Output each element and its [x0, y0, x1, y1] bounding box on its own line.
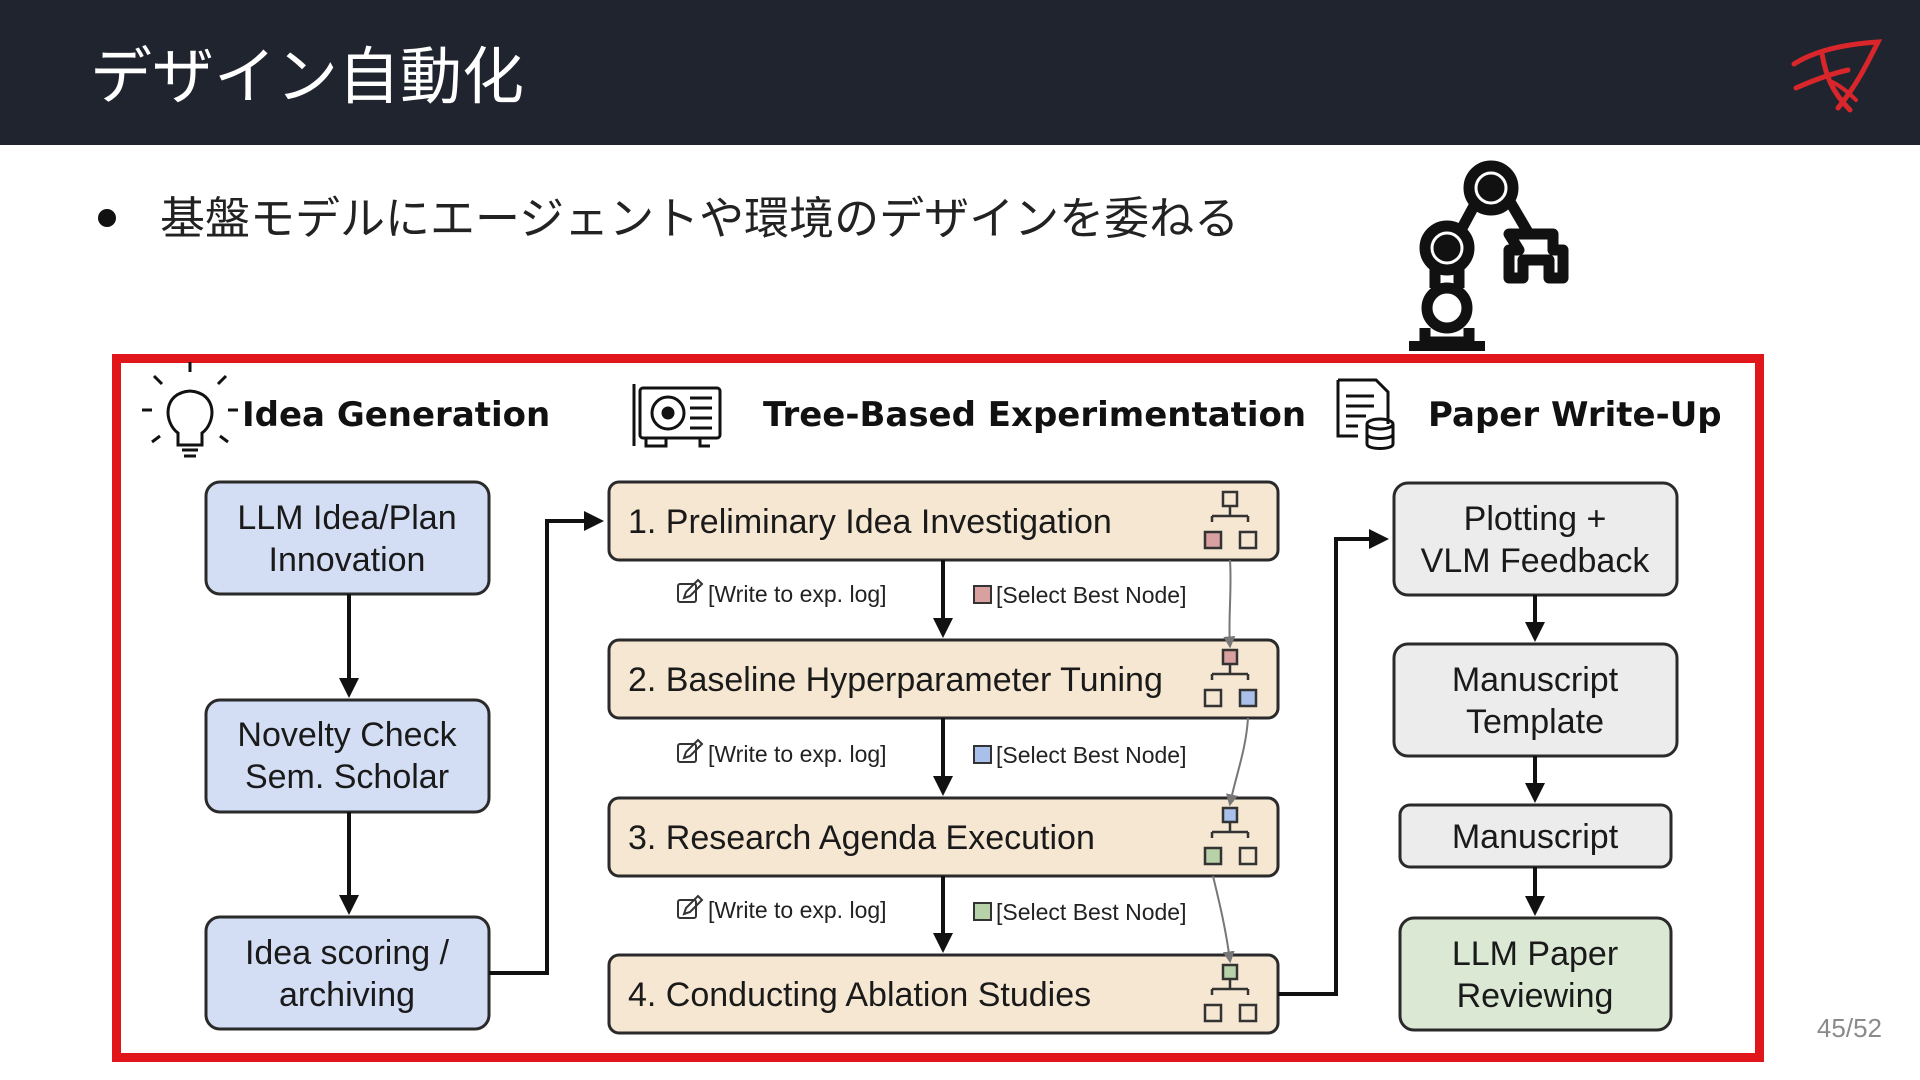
diagram-frame	[112, 354, 1764, 1062]
node-swatch-blue	[973, 745, 992, 764]
exp-step-1: 1. Preliminary Idea Investigation	[607, 480, 1280, 562]
best-node-link	[1223, 559, 1236, 649]
note-select-best: [Select Best Node]	[996, 582, 1187, 608]
paper-box-2: Manuscript Template	[1392, 642, 1679, 758]
gpu-icon	[632, 384, 722, 448]
exp-step-2: 2. Baseline Hyperparameter Tuning	[607, 638, 1280, 720]
node-swatch-red	[973, 585, 992, 604]
tree-node-icon	[1203, 963, 1258, 1023]
idea-box-2-line2: Sem. Scholar	[245, 758, 449, 796]
idea-box-1-line1: LLM Idea/Plan	[237, 499, 456, 537]
page-number: 45/52	[1816, 1013, 1882, 1043]
note-select-best: [Select Best Node]	[996, 899, 1187, 925]
idea-box-1: LLM Idea/Plan Innovation	[204, 480, 491, 596]
edit-icon	[677, 738, 704, 763]
node-swatch-green	[973, 902, 992, 921]
paper-box-3-line1: Manuscript	[1452, 818, 1619, 856]
edit-icon	[677, 578, 704, 603]
note-write-log: [Write to exp. log]	[708, 897, 887, 923]
exp-step-2-label: 2. Baseline Hyperparameter Tuning	[628, 661, 1163, 699]
paper-box-1-line1: Plotting +	[1464, 500, 1607, 538]
arrow-experiment-to-paper	[1278, 529, 1389, 996]
paper-box-1: Plotting + VLM Feedback	[1392, 481, 1679, 597]
note-write-log: [Write to exp. log]	[708, 741, 887, 767]
idea-box-3-line1: Idea scoring /	[245, 934, 450, 972]
idea-box-1-line2: Innovation	[269, 541, 426, 579]
best-node-link	[1212, 875, 1235, 964]
tree-node-icon	[1203, 648, 1258, 708]
exp-step-3: 3. Research Agenda Execution	[607, 796, 1280, 878]
best-node-link	[1226, 717, 1249, 807]
bullet-text: 基盤モデルにエージェントや環境のデザインを委ねる	[160, 192, 1240, 245]
lightbulb-icon	[142, 362, 238, 458]
paper-box-2-line2: Template	[1466, 703, 1604, 741]
section-title-idea: Idea Generation	[242, 395, 550, 435]
exp-step-3-label: 3. Research Agenda Execution	[628, 819, 1095, 857]
robot-arm-icon	[1409, 160, 1569, 351]
paper-box-4-line1: LLM Paper	[1452, 935, 1618, 973]
bullet-item: 基盤モデルにエージェントや環境のデザインを委ねる	[98, 182, 1239, 247]
edit-icon	[677, 894, 704, 919]
slide-header: デザイン自動化	[0, 0, 1920, 145]
note-select-best: [Select Best Node]	[996, 742, 1187, 768]
bullet-dot	[98, 209, 116, 227]
slide-title: デザイン自動化	[90, 40, 525, 113]
exp-step-1-label: 1. Preliminary Idea Investigation	[628, 503, 1112, 541]
exp-step-4: 4. Conducting Ablation Studies	[607, 953, 1280, 1035]
paper-box-2-line1: Manuscript	[1452, 661, 1619, 699]
idea-box-3: Idea scoring / archiving	[204, 915, 491, 1031]
idea-box-2: Novelty Check Sem. Scholar	[204, 698, 491, 814]
paper-box-1-line2: VLM Feedback	[1421, 542, 1651, 580]
paper-box-3: Manuscript	[1398, 803, 1673, 869]
section-title-paper: Paper Write-Up	[1428, 395, 1722, 435]
idea-box-2-line1: Novelty Check	[237, 716, 457, 754]
arrow-idea-to-experiment	[489, 511, 604, 975]
idea-box-3-line2: archiving	[279, 976, 415, 1014]
paper-box-4: LLM Paper Reviewing	[1398, 916, 1673, 1032]
document-database-icon	[1336, 378, 1395, 450]
paper-box-4-line2: Reviewing	[1457, 977, 1614, 1015]
note-write-log: [Write to exp. log]	[708, 581, 887, 607]
section-title-experiment: Tree-Based Experimentation	[763, 395, 1306, 435]
exp-step-4-label: 4. Conducting Ablation Studies	[628, 976, 1091, 1014]
tree-node-icon	[1203, 490, 1258, 550]
tree-node-icon	[1203, 806, 1258, 866]
brand-logo-icon	[1791, 39, 1883, 113]
